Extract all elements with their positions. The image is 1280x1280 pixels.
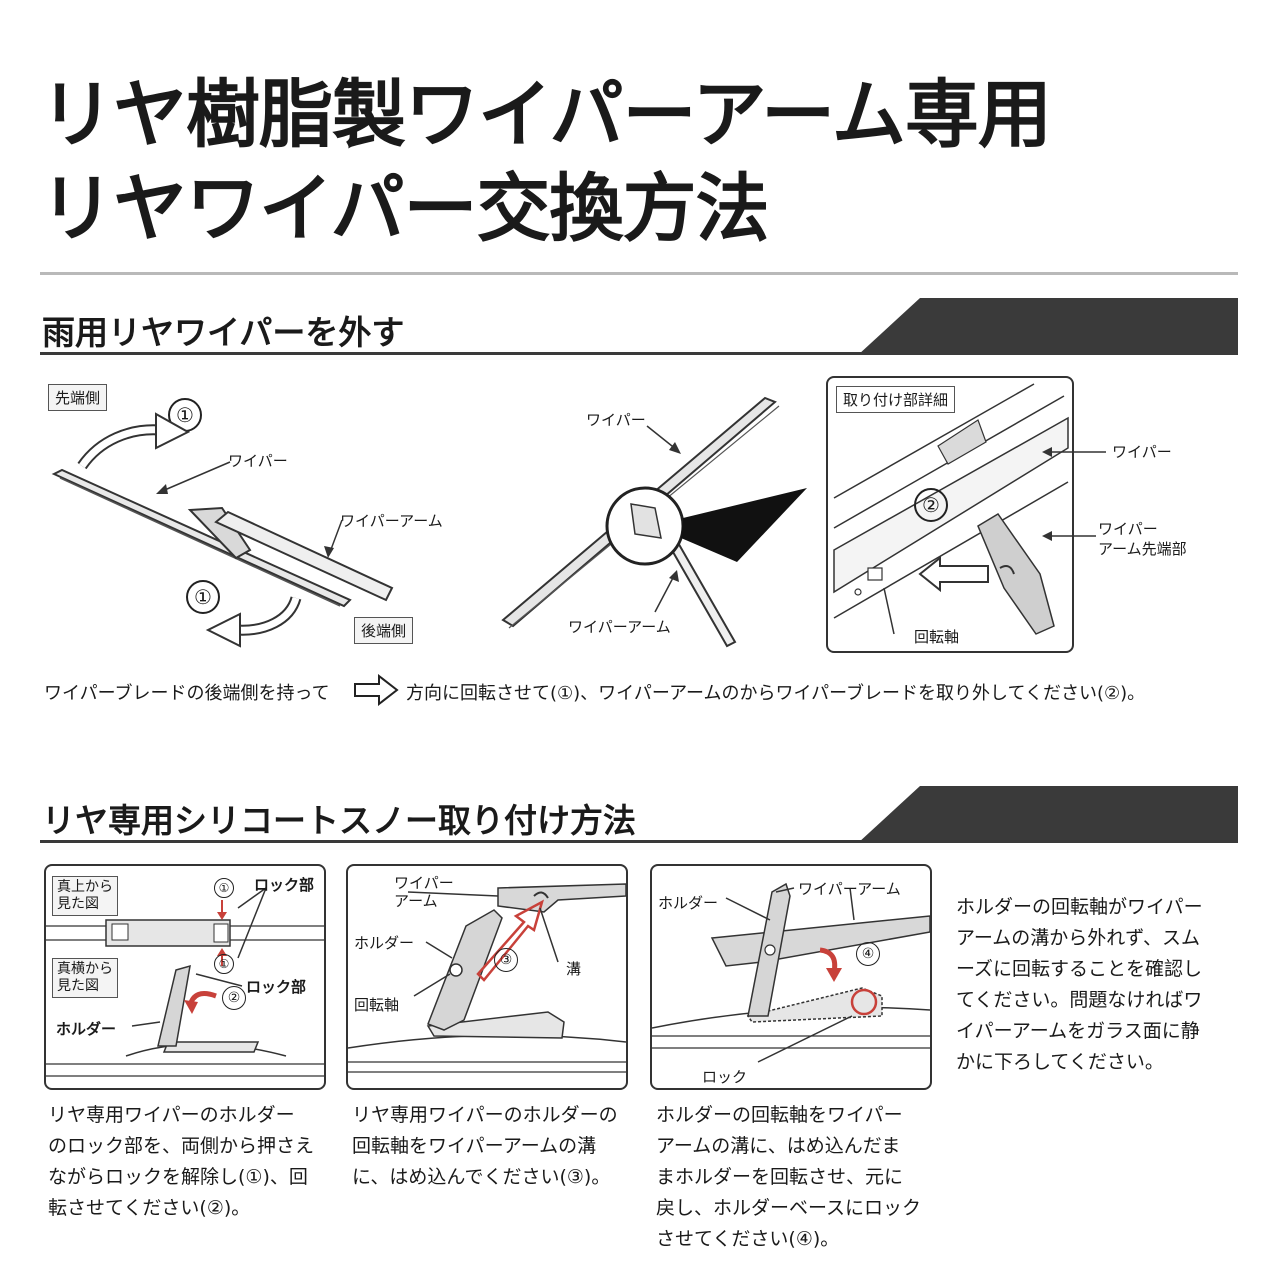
holder-side-view <box>157 964 191 1047</box>
section1-heading-bar: 雨用リヤワイパーを外す <box>40 298 1238 358</box>
section2-heading-bar: リヤ専用シリコートスノー取り付け方法 <box>40 786 1238 846</box>
wiper-removal-illustration <box>51 412 394 648</box>
mounting-detail-box: 取り付け部詳細 ② <box>826 376 1074 653</box>
top-view-label: 真上から 見た図 <box>52 876 118 916</box>
holder-label-panel1: ホルダー <box>56 1020 117 1038</box>
magnifier-beam <box>681 488 807 562</box>
holder-base-shape <box>426 1011 565 1039</box>
section-heading-band <box>40 786 1238 843</box>
step-panel-1: 真上から 見た図 真横から 見た図 ロック部 ロック部 ホルダー ① ① ② <box>44 864 326 1090</box>
wiper-label-fig2: ワイパー <box>586 411 646 429</box>
pivot-label-detail: 回転軸 <box>914 628 960 646</box>
arm-tip-label-detail: ワイパー アーム先端部 <box>1098 520 1187 558</box>
tip-side-tag: 先端側 <box>48 384 108 411</box>
instruction-part2: 方向に回転させて(①)、ワイパーアームのからワイパーブレードを取り外してください… <box>406 683 1146 704</box>
insert-arrow <box>918 555 989 593</box>
step-panel-3: ホルダー ワイパーアーム ロック ④ <box>650 864 932 1090</box>
insert-direction-arrow <box>476 899 545 982</box>
page-title-line2: リヤワイパー交換方法 <box>40 166 770 252</box>
detail-heading: 取り付け部詳細 <box>836 386 956 413</box>
wiper-arm-label-panel2: ワイパー アーム <box>394 874 454 910</box>
lock-highlight <box>850 988 878 1016</box>
step4-marker: ④ <box>856 942 880 966</box>
holder-label-panel2: ホルダー <box>354 934 415 952</box>
wiper-arm-label-panel3: ワイパーアーム <box>798 880 901 898</box>
holder-lock-illustration <box>652 882 930 1063</box>
lock-label-panel3: ロック <box>702 1068 748 1086</box>
section1-heading: 雨用リヤワイパーを外す <box>42 313 405 352</box>
wiper-arm-label-fig1: ワイパーアーム <box>340 512 443 530</box>
direction-arrow-icon <box>354 674 399 706</box>
lock-part-label-side: ロック部 <box>246 978 307 996</box>
step2-marker-panel1: ② <box>222 986 246 1010</box>
holder-label-panel3: ホルダー <box>658 894 719 912</box>
wiper-arm-label-fig2: ワイパーアーム <box>568 618 671 636</box>
wiper-arm-shape <box>214 510 394 602</box>
step3-marker: ③ <box>494 948 518 972</box>
holder-base-shape <box>746 987 883 1023</box>
section-heading-band <box>40 298 1238 355</box>
rear-side-tag: 後端側 <box>354 617 414 644</box>
groove-label-panel2: 溝 <box>566 960 582 978</box>
side-view-label: 真横から 見た図 <box>52 958 118 998</box>
title-divider <box>40 272 1238 275</box>
wiper-label-fig1: ワイパー <box>228 452 288 470</box>
pivot-label-panel2: 回転軸 <box>354 996 400 1014</box>
instruction-part1: ワイパーブレードの後端側を持って <box>44 683 330 704</box>
wiper-holder-shape <box>187 506 252 560</box>
detail-leaders <box>1042 447 1106 541</box>
wiper-label-detail: ワイパー <box>1112 443 1172 461</box>
step1-marker-bottom: ① <box>186 580 220 614</box>
holder-shape <box>427 909 503 1031</box>
rotate-arrowhead-top <box>155 412 191 450</box>
pivot-insert-illustration <box>348 883 626 1073</box>
arm-tip-shape <box>977 512 1055 635</box>
holder-unlock-illustration <box>46 887 324 1077</box>
lock-part-label-top: ロック部 <box>254 876 315 894</box>
mounting-detail-illustration <box>833 383 1069 635</box>
wiper-arm-shape <box>710 915 930 967</box>
note-text: ホルダーの回転軸がワイパー アームの溝から外れず、スム ーズに回転することを確認… <box>956 896 1203 1073</box>
caption-panel3: ホルダーの回転軸をワイパー アームの溝に、はめ込んだま まホルダーを回転させ、元… <box>656 1104 922 1250</box>
wiper-body-shape <box>833 416 1069 594</box>
wiper-arm-shape <box>497 883 626 913</box>
wiper-magnify-illustration <box>501 396 807 648</box>
step1-marker-lock-top: ① <box>214 878 234 898</box>
section2-heading: リヤ専用シリコートスノー取り付け方法 <box>42 801 636 840</box>
rotate-arrowhead-bottom <box>205 612 241 648</box>
caption-panel1: リヤ専用ワイパーのホルダー のロック部を、両側から押さえ ながらロックを解除し(… <box>48 1104 315 1219</box>
page-title-line1: リヤ樹脂製ワイパーアーム専用 <box>40 72 1052 158</box>
caption-panel2: リヤ専用ワイパーのホルダーの 回転軸をワイパーアームの溝 に、はめ込んでください… <box>352 1104 618 1188</box>
step1-marker-lock-bottom: ① <box>214 954 234 974</box>
step-panel-2: ワイパー アーム ホルダー 回転軸 溝 ③ <box>346 864 628 1090</box>
holder-base-shape <box>162 1041 260 1053</box>
wiper-blade-shape <box>51 468 352 608</box>
step2-marker: ② <box>914 488 948 522</box>
